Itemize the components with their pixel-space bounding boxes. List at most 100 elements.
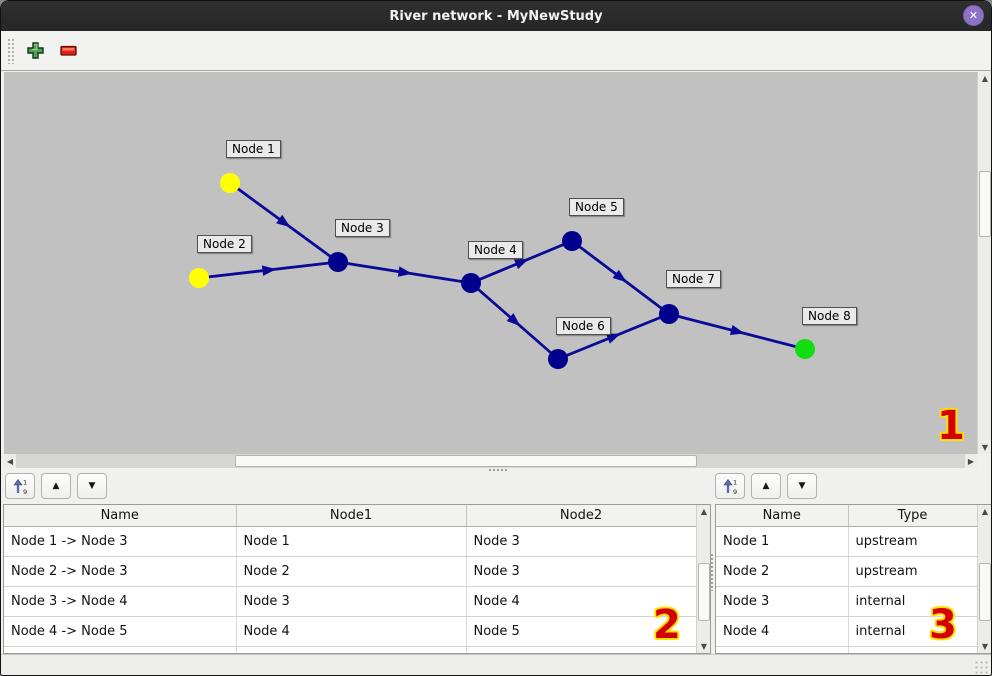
reach-move-down-button[interactable]: ▼ — [77, 473, 107, 499]
annotation-digit: 3 — [929, 602, 957, 648]
reach-move-up-button[interactable]: ▲ — [41, 473, 71, 499]
reach-table-toolbar: 1 9 ▲ ▼ — [5, 473, 107, 499]
flow-direction-arrow-icon — [612, 269, 627, 283]
column-header[interactable]: Type — [848, 505, 978, 527]
scroll-down-icon[interactable]: ▼ — [978, 640, 991, 653]
network-node[interactable] — [795, 339, 815, 359]
canvas-hscroll-thumb[interactable] — [235, 455, 697, 467]
table-cell[interactable]: Node 1 — [716, 526, 849, 557]
scroll-up-icon[interactable]: ▲ — [978, 72, 991, 85]
table-cell — [236, 646, 467, 653]
scroll-left-icon[interactable]: ◀ — [4, 454, 16, 468]
table-cell[interactable]: Node 1 -> Node 3 — [4, 526, 237, 557]
sort-ascending-icon: 1 9 — [723, 478, 737, 495]
close-button[interactable]: ✕ — [963, 5, 984, 26]
flow-direction-arrow-icon — [514, 258, 529, 270]
table-cell[interactable]: Node 3 — [466, 556, 697, 587]
canvas-vscroll-thumb[interactable] — [979, 171, 991, 237]
table-row — [716, 646, 978, 653]
node-label[interactable]: Node 3 — [335, 219, 390, 237]
window-resize-grip[interactable] — [974, 660, 988, 674]
table-cell[interactable]: upstream — [848, 526, 978, 557]
network-node[interactable] — [548, 349, 568, 369]
network-svg[interactable] — [4, 72, 977, 454]
network-node[interactable] — [328, 252, 348, 272]
network-node[interactable] — [189, 268, 209, 288]
node-move-up-button[interactable]: ▲ — [751, 473, 781, 499]
table-cell — [848, 646, 978, 653]
svg-text:9: 9 — [23, 488, 27, 495]
table-cell[interactable]: Node 4 -> Node 5 — [4, 616, 237, 647]
table-cell[interactable]: Node 3 — [716, 586, 849, 617]
network-node[interactable] — [461, 273, 481, 293]
canvas-horizontal-scrollbar[interactable]: ◀ ▶ — [4, 454, 977, 468]
table-cell[interactable]: Node 5 — [466, 616, 697, 647]
flow-direction-arrow-icon — [276, 214, 291, 228]
node-label[interactable]: Node 4 — [468, 241, 523, 259]
table-cell[interactable]: Node 3 — [466, 526, 697, 557]
column-header[interactable]: Node1 — [236, 505, 467, 527]
column-header[interactable]: Name — [716, 505, 849, 527]
table-cell[interactable]: internal — [848, 586, 978, 617]
table-row — [4, 646, 697, 653]
node-move-down-button[interactable]: ▼ — [787, 473, 817, 499]
node-label[interactable]: Node 2 — [197, 235, 252, 253]
table-cell[interactable]: Node 4 — [466, 586, 697, 617]
table-splitter-handle[interactable] — [710, 553, 715, 591]
node-scroll-thumb[interactable] — [979, 563, 991, 621]
add-node-button[interactable] — [22, 38, 48, 64]
sort-ascending-icon: 1 9 — [13, 478, 27, 495]
reach-sort-button[interactable]: 1 9 — [5, 473, 35, 499]
scroll-up-icon[interactable]: ▲ — [978, 505, 991, 518]
table-cell[interactable]: Node 2 -> Node 3 — [4, 556, 237, 587]
network-node[interactable] — [562, 231, 582, 251]
remove-node-button[interactable] — [56, 38, 82, 64]
node-label[interactable]: Node 1 — [226, 140, 281, 158]
node-sort-button[interactable]: 1 9 — [715, 473, 745, 499]
scroll-right-icon[interactable]: ▶ — [965, 454, 977, 468]
table-cell[interactable]: internal — [848, 616, 978, 647]
scroll-down-icon[interactable]: ▼ — [697, 640, 710, 653]
toolbar-drag-handle[interactable] — [7, 37, 14, 64]
down-triangle-icon: ▼ — [88, 480, 96, 491]
node-label[interactable]: Node 8 — [802, 307, 857, 325]
node-label[interactable]: Node 7 — [666, 270, 721, 288]
table-cell[interactable]: Node 2 — [236, 556, 467, 587]
table-cell[interactable]: Node 2 — [716, 556, 849, 587]
table-cell[interactable]: Node 4 — [716, 616, 849, 647]
canvas-vertical-scrollbar[interactable]: ▲ ▼ — [977, 72, 991, 454]
column-header[interactable]: Name — [4, 505, 237, 527]
river-network-canvas[interactable]: Node 1 Node 2 Node 3 Node 4 Node 5 Node 6 Node… — [4, 72, 977, 454]
horizontal-splitter-handle[interactable] — [488, 468, 508, 472]
node-label[interactable]: Node 5 — [569, 198, 624, 216]
reach-scroll-thumb[interactable] — [698, 563, 710, 621]
table-cell[interactable]: upstream — [848, 556, 978, 587]
table-cell[interactable]: Node 4 — [236, 616, 467, 647]
node-table-scrollbar[interactable]: ▲ ▼ — [977, 505, 991, 653]
table-cell[interactable]: Node 1 — [236, 526, 467, 557]
table-cell[interactable]: Node 3 -> Node 4 — [4, 586, 237, 617]
up-triangle-icon: ▲ — [52, 480, 60, 491]
network-node[interactable] — [220, 173, 240, 193]
window-title: River network - MyNewStudy — [389, 8, 603, 24]
title-bar[interactable]: River network - MyNewStudy ✕ — [1, 1, 991, 31]
reach-table-scrollbar[interactable]: ▲ ▼ — [696, 505, 710, 653]
network-node[interactable] — [659, 304, 679, 324]
column-header[interactable]: Node2 — [466, 505, 697, 527]
scroll-down-icon[interactable]: ▼ — [978, 441, 991, 454]
node-label[interactable]: Node 6 — [556, 317, 611, 335]
table-cell[interactable]: Node 3 — [236, 586, 467, 617]
scroll-up-icon[interactable]: ▲ — [697, 505, 710, 518]
